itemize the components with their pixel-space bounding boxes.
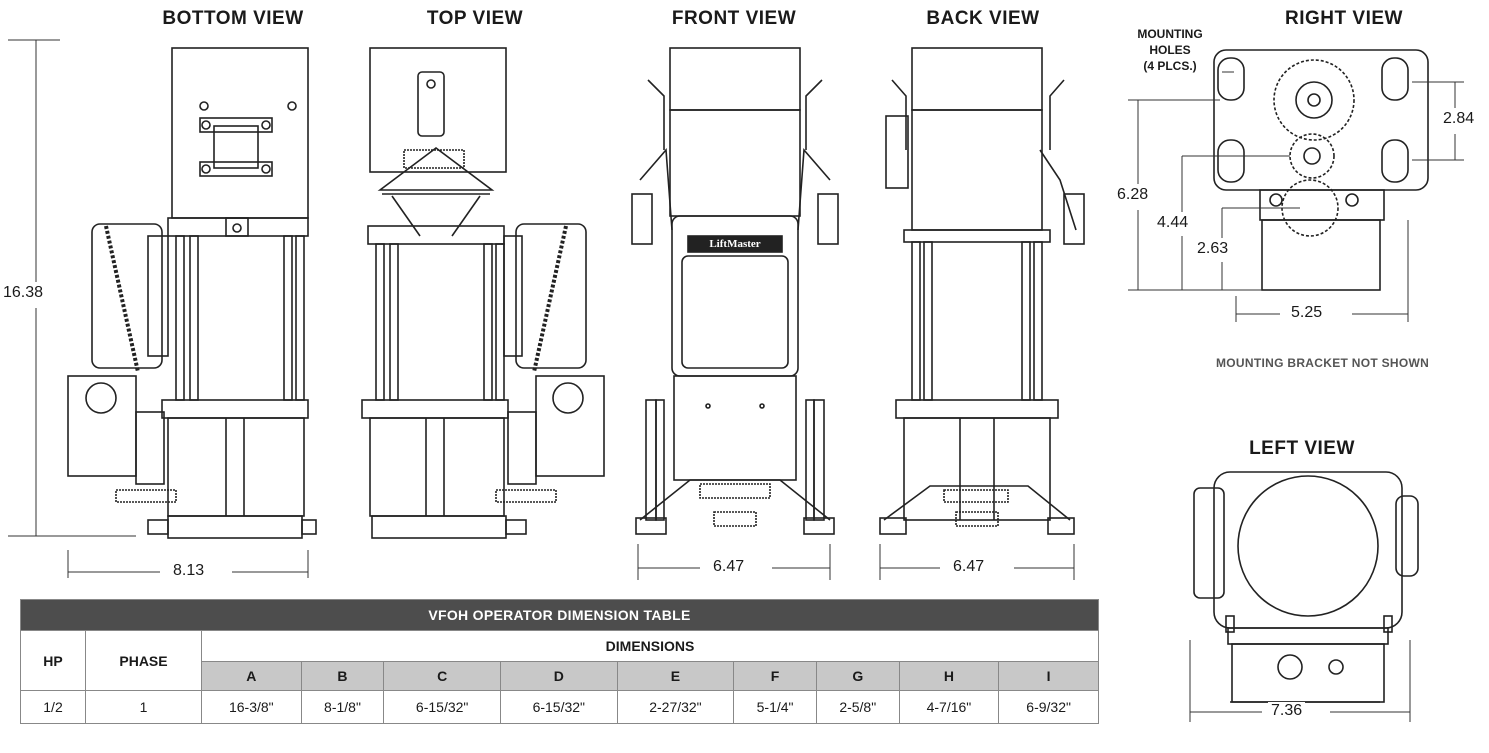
cell-value: 2-27/32" [616,690,735,724]
cell-phase: 1 [85,690,202,724]
right-view-title: RIGHT VIEW [1285,8,1403,29]
brand-plate-text: LiftMaster [709,238,761,250]
dim-right-h2: 6.28 [1114,186,1152,204]
cell-value: 6-9/32" [998,690,1099,724]
letter-cell: E [616,661,735,691]
cell-value: 16-3/8" [201,690,302,724]
dim-height: 16.38 [0,284,47,302]
dim-front-width: 6.47 [710,558,748,576]
mounting-holes-callout: MOUNTING HOLES (4 PLCS.) [1120,26,1220,74]
left-view-title: LEFT VIEW [1249,438,1355,459]
right-view-drawing [1213,49,1429,291]
cell-value: 2-5/8" [815,690,900,724]
col-phase: PHASE [85,630,202,691]
bottom-view-drawing [67,47,317,539]
dim-right-width: 5.25 [1288,304,1326,322]
letter-cell: H [898,661,1000,691]
mounting-holes-line2: HOLES [1149,43,1191,57]
dim-right-h1: 2.84 [1440,110,1478,128]
cell-value: 6-15/32" [383,690,501,724]
letter-cell: B [300,661,385,691]
col-hp: HP [20,630,86,691]
top-view-drawing [361,47,605,539]
cell-hp: 1/2 [20,690,86,724]
bracket-note: MOUNTING BRACKET NOT SHOWN [1216,356,1430,370]
front-view-drawing [631,47,839,535]
cell-value: 4-7/16" [898,690,1000,724]
cell-value: 6-15/32" [499,690,618,724]
table-row: 1/2 1 16-3/8" 8-1/8" 6-15/32" 6-15/32" 2… [20,690,1099,724]
letter-cell: D [499,661,618,691]
dim-right-h4: 2.63 [1194,240,1232,258]
bottom-view-title: BOTTOM VIEW [162,8,304,29]
letter-cell: G [815,661,900,691]
back-view-drawing [879,47,1085,535]
letter-cell: A [201,661,302,691]
left-view-drawing [1193,471,1419,703]
cell-value: 8-1/8" [300,690,385,724]
cell-value: 5-1/4" [733,690,817,724]
top-view-title: TOP VIEW [426,8,524,29]
dim-back-width: 6.47 [950,558,988,576]
front-view-title: FRONT VIEW [671,8,797,29]
mounting-holes-line3: (4 PLCS.) [1143,59,1197,73]
table-title: VFOH OPERATOR DIMENSION TABLE [20,599,1099,631]
col-dimensions: DIMENSIONS [201,630,1099,662]
letter-cell: I [998,661,1099,691]
back-view-title: BACK VIEW [926,8,1040,29]
dim-right-h3: 4.44 [1154,214,1192,232]
letter-cell: C [383,661,501,691]
letter-cell: F [733,661,817,691]
dimension-lines [8,39,1464,722]
mounting-holes-line1: MOUNTING [1137,27,1203,41]
dimension-table: VFOH OPERATOR DIMENSION TABLE HP PHASE D… [20,599,1099,724]
dim-left-width: 7.36 [1268,702,1306,720]
dim-bottom-width: 8.13 [170,562,208,580]
